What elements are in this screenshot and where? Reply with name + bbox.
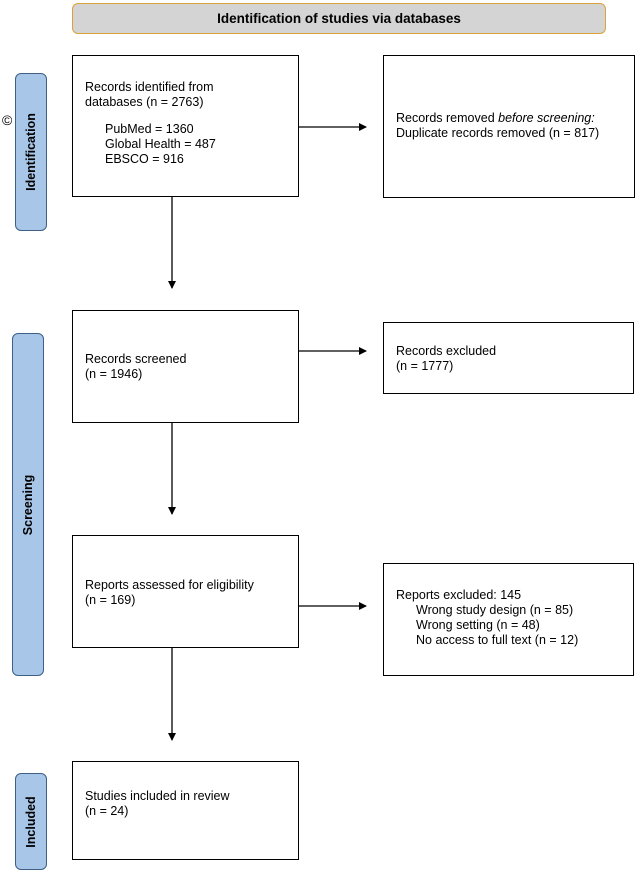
reports-excluded-box: Reports excluded: 145 Wrong study design… xyxy=(383,563,634,676)
source-ebsco: EBSCO = 916 xyxy=(105,152,184,166)
records-excluded-box: Records excluded (n = 1777) xyxy=(383,322,634,394)
records-screened-line1: Records screened xyxy=(85,352,187,366)
records-removed-italic: before screening: xyxy=(498,111,595,125)
phase-screening: Screening xyxy=(12,333,44,676)
records-removed-line1: Records removed before screening: xyxy=(396,111,634,126)
source-global-health: Global Health = 487 xyxy=(105,137,216,151)
header-title: Identification of studies via databases xyxy=(217,11,461,26)
records-excluded-line2: (n = 1777) xyxy=(396,359,454,373)
records-removed-box: Records removed before screening: Duplic… xyxy=(383,55,635,198)
phase-identification: Identification xyxy=(15,73,47,231)
records-screened-line2: (n = 1946) xyxy=(85,367,143,381)
phase-included: Included xyxy=(15,773,47,870)
records-excluded-line1: Records excluded xyxy=(396,344,497,358)
ring-icon: © xyxy=(2,112,13,128)
records-identified-line2: databases (n = 2763) xyxy=(85,95,204,109)
reason-wrong-setting: Wrong setting (n = 48) xyxy=(416,618,540,632)
studies-included-line1: Studies included in review xyxy=(85,789,230,803)
records-removed-prefix: Records removed xyxy=(396,111,499,125)
records-screened-box: Records screened (n = 1946) xyxy=(72,310,299,423)
records-removed-line2: Duplicate records removed (n = 817) xyxy=(396,126,600,140)
header-banner: Identification of studies via databases xyxy=(72,3,606,34)
studies-included-line2: (n = 24) xyxy=(85,804,129,818)
reason-no-access: No access to full text (n = 12) xyxy=(416,633,579,647)
reports-excluded-title: Reports excluded: 145 xyxy=(396,588,522,602)
source-pubmed: PubMed = 1360 xyxy=(105,122,194,136)
reports-assessed-line1: Reports assessed for eligibility xyxy=(85,578,254,592)
reports-assessed-line2: (n = 169) xyxy=(85,593,136,607)
records-identified-box: Records identified from databases (n = 2… xyxy=(72,55,299,197)
reason-wrong-study-design: Wrong study design (n = 85) xyxy=(416,603,574,617)
studies-included-box: Studies included in review (n = 24) xyxy=(72,761,299,860)
records-identified-line1: Records identified from xyxy=(85,80,214,94)
reports-assessed-box: Reports assessed for eligibility (n = 16… xyxy=(72,535,299,648)
